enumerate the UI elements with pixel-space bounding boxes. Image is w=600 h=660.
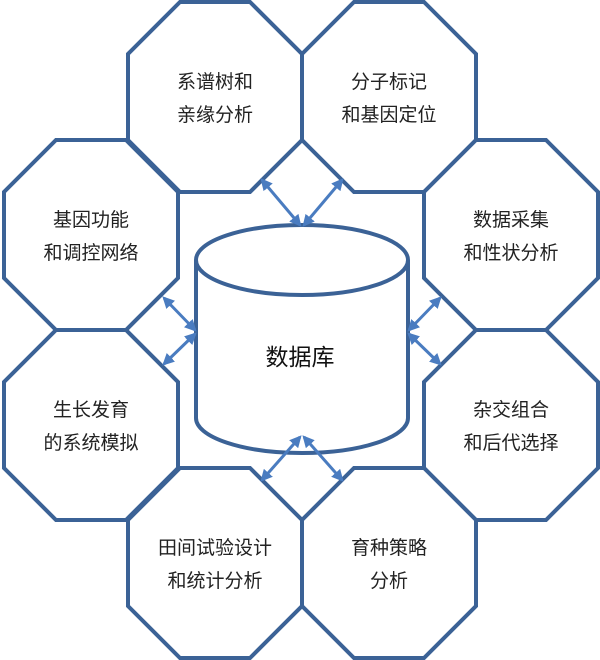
double-arrow	[302, 178, 344, 227]
node-label-gene-function: 基因功能和调控网络	[6, 204, 176, 270]
node-label-line: 田间试验设计	[157, 537, 272, 559]
node-label-line: 基因功能	[52, 209, 129, 231]
node-label-line: 的系统模拟	[43, 432, 139, 454]
cylinder-top	[194, 223, 410, 297]
double-arrow	[302, 435, 344, 482]
node-label-line: 和统计分析	[167, 570, 263, 592]
node-label-breeding: 育种策略分析	[304, 532, 474, 598]
database-label: 数据库	[265, 345, 335, 371]
double-arrow	[260, 435, 302, 482]
node-label-line: 和调控网络	[43, 242, 139, 264]
node-label-line: 亲缘分析	[176, 104, 253, 126]
node-label-line: 分子标记	[350, 71, 427, 93]
node-label-line: 和基因定位	[341, 104, 437, 126]
node-label-marker: 分子标记和基因定位	[304, 66, 474, 132]
node-label-pedigree: 系谱树和亲缘分析	[130, 66, 300, 132]
octagon-breeding	[300, 466, 478, 660]
double-arrow	[407, 332, 442, 366]
node-label-line: 和性状分析	[463, 242, 559, 264]
node-label-line: 和后代选择	[463, 432, 559, 454]
octagon-cross	[422, 328, 600, 522]
node-label-line: 分析	[369, 570, 408, 592]
octagon-pedigree	[126, 0, 304, 194]
double-arrow	[260, 178, 302, 227]
node-label-line: 育种策略	[350, 537, 427, 559]
double-arrow	[162, 296, 197, 332]
node-label-line: 系谱树和	[176, 71, 253, 93]
double-arrow	[407, 296, 442, 332]
node-label-line: 数据采集	[472, 209, 549, 231]
node-label-growth: 生长发育的系统模拟	[6, 394, 176, 460]
double-arrow	[162, 332, 197, 366]
node-label-field-trial: 田间试验设计和统计分析	[130, 532, 300, 598]
node-label-data-collection: 数据采集和性状分析	[426, 204, 596, 270]
node-label-cross: 杂交组合和后代选择	[426, 394, 596, 460]
node-label-line: 生长发育	[52, 399, 129, 421]
cylinder-body	[194, 260, 410, 455]
node-label-line: 杂交组合	[472, 399, 549, 421]
octagon-field-trial	[126, 466, 304, 660]
